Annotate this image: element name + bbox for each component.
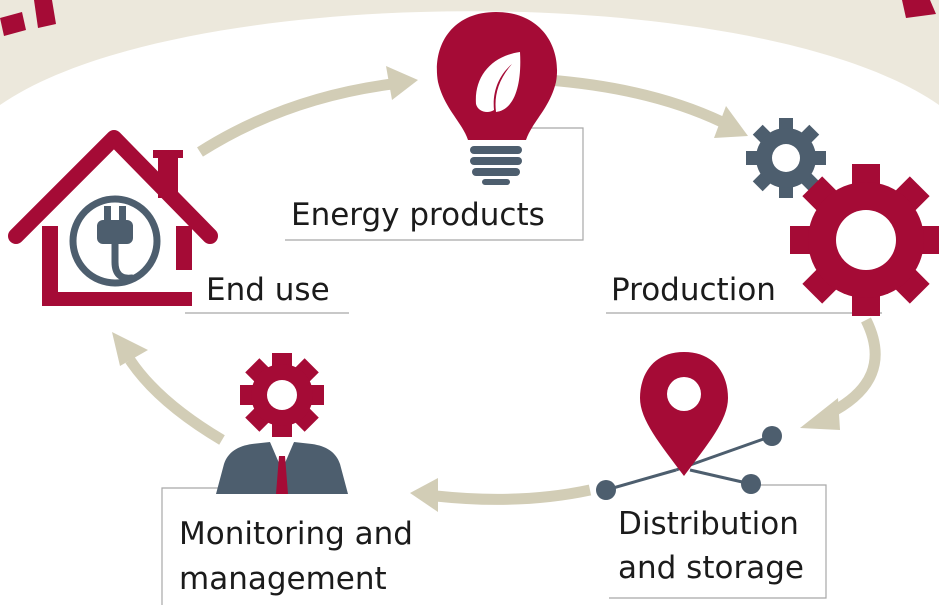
label-energy-products: Energy products <box>291 197 545 233</box>
arrow-energy-to-production <box>547 74 725 127</box>
arrow-head-monitoring <box>410 478 438 512</box>
top-banner-arc <box>0 0 939 105</box>
label-monitoring-line2: management <box>179 561 387 597</box>
label-frames <box>161 127 882 605</box>
small-gear-icon <box>746 118 826 198</box>
tie-icon <box>276 456 288 494</box>
large-gear-icon <box>790 164 939 316</box>
label-production: Production <box>611 272 776 308</box>
label-monitoring-line1: Monitoring and <box>179 516 413 552</box>
lightbulb-leaf-icon <box>436 12 558 185</box>
cycle-arrows <box>125 74 881 505</box>
distribution-frame <box>609 484 827 599</box>
arrow-head-enduse <box>112 332 148 366</box>
label-end-use: End use <box>206 272 330 308</box>
manager-gear-icon <box>216 353 348 494</box>
plug-icon <box>97 220 133 244</box>
arrow-heads <box>112 66 840 512</box>
monitoring-frame <box>161 487 230 605</box>
banner-letter-fragment-left <box>0 12 26 36</box>
energy-products-frame <box>285 127 584 241</box>
arrow-monitoring-to-enduse <box>125 356 225 445</box>
arrow-enduse-to-energy <box>197 78 393 157</box>
network-node-icon <box>741 474 761 494</box>
arrow-production-to-distribution <box>825 317 881 419</box>
house-plug-icon <box>8 130 218 306</box>
leaf-icon <box>475 52 521 112</box>
arrow-distribution-to-monitoring <box>435 484 592 505</box>
network-node-icon <box>596 480 616 500</box>
arrow-head-energy <box>386 66 418 100</box>
label-distribution-line2: and storage <box>618 550 804 586</box>
banner-letter-fragment-left-2 <box>34 0 56 28</box>
label-distribution-line1: Distribution <box>618 506 799 542</box>
network-node-icon <box>762 426 782 446</box>
arrow-head-production <box>714 106 748 138</box>
plug-circle <box>69 195 161 287</box>
gear-head-icon <box>240 353 324 437</box>
distribution-pin-network-icon <box>596 352 782 500</box>
arrow-head-distribution <box>800 398 840 430</box>
map-pin-icon <box>640 352 728 476</box>
production-gears-icon <box>746 118 939 316</box>
banner-letter-fragment-right <box>902 0 936 18</box>
